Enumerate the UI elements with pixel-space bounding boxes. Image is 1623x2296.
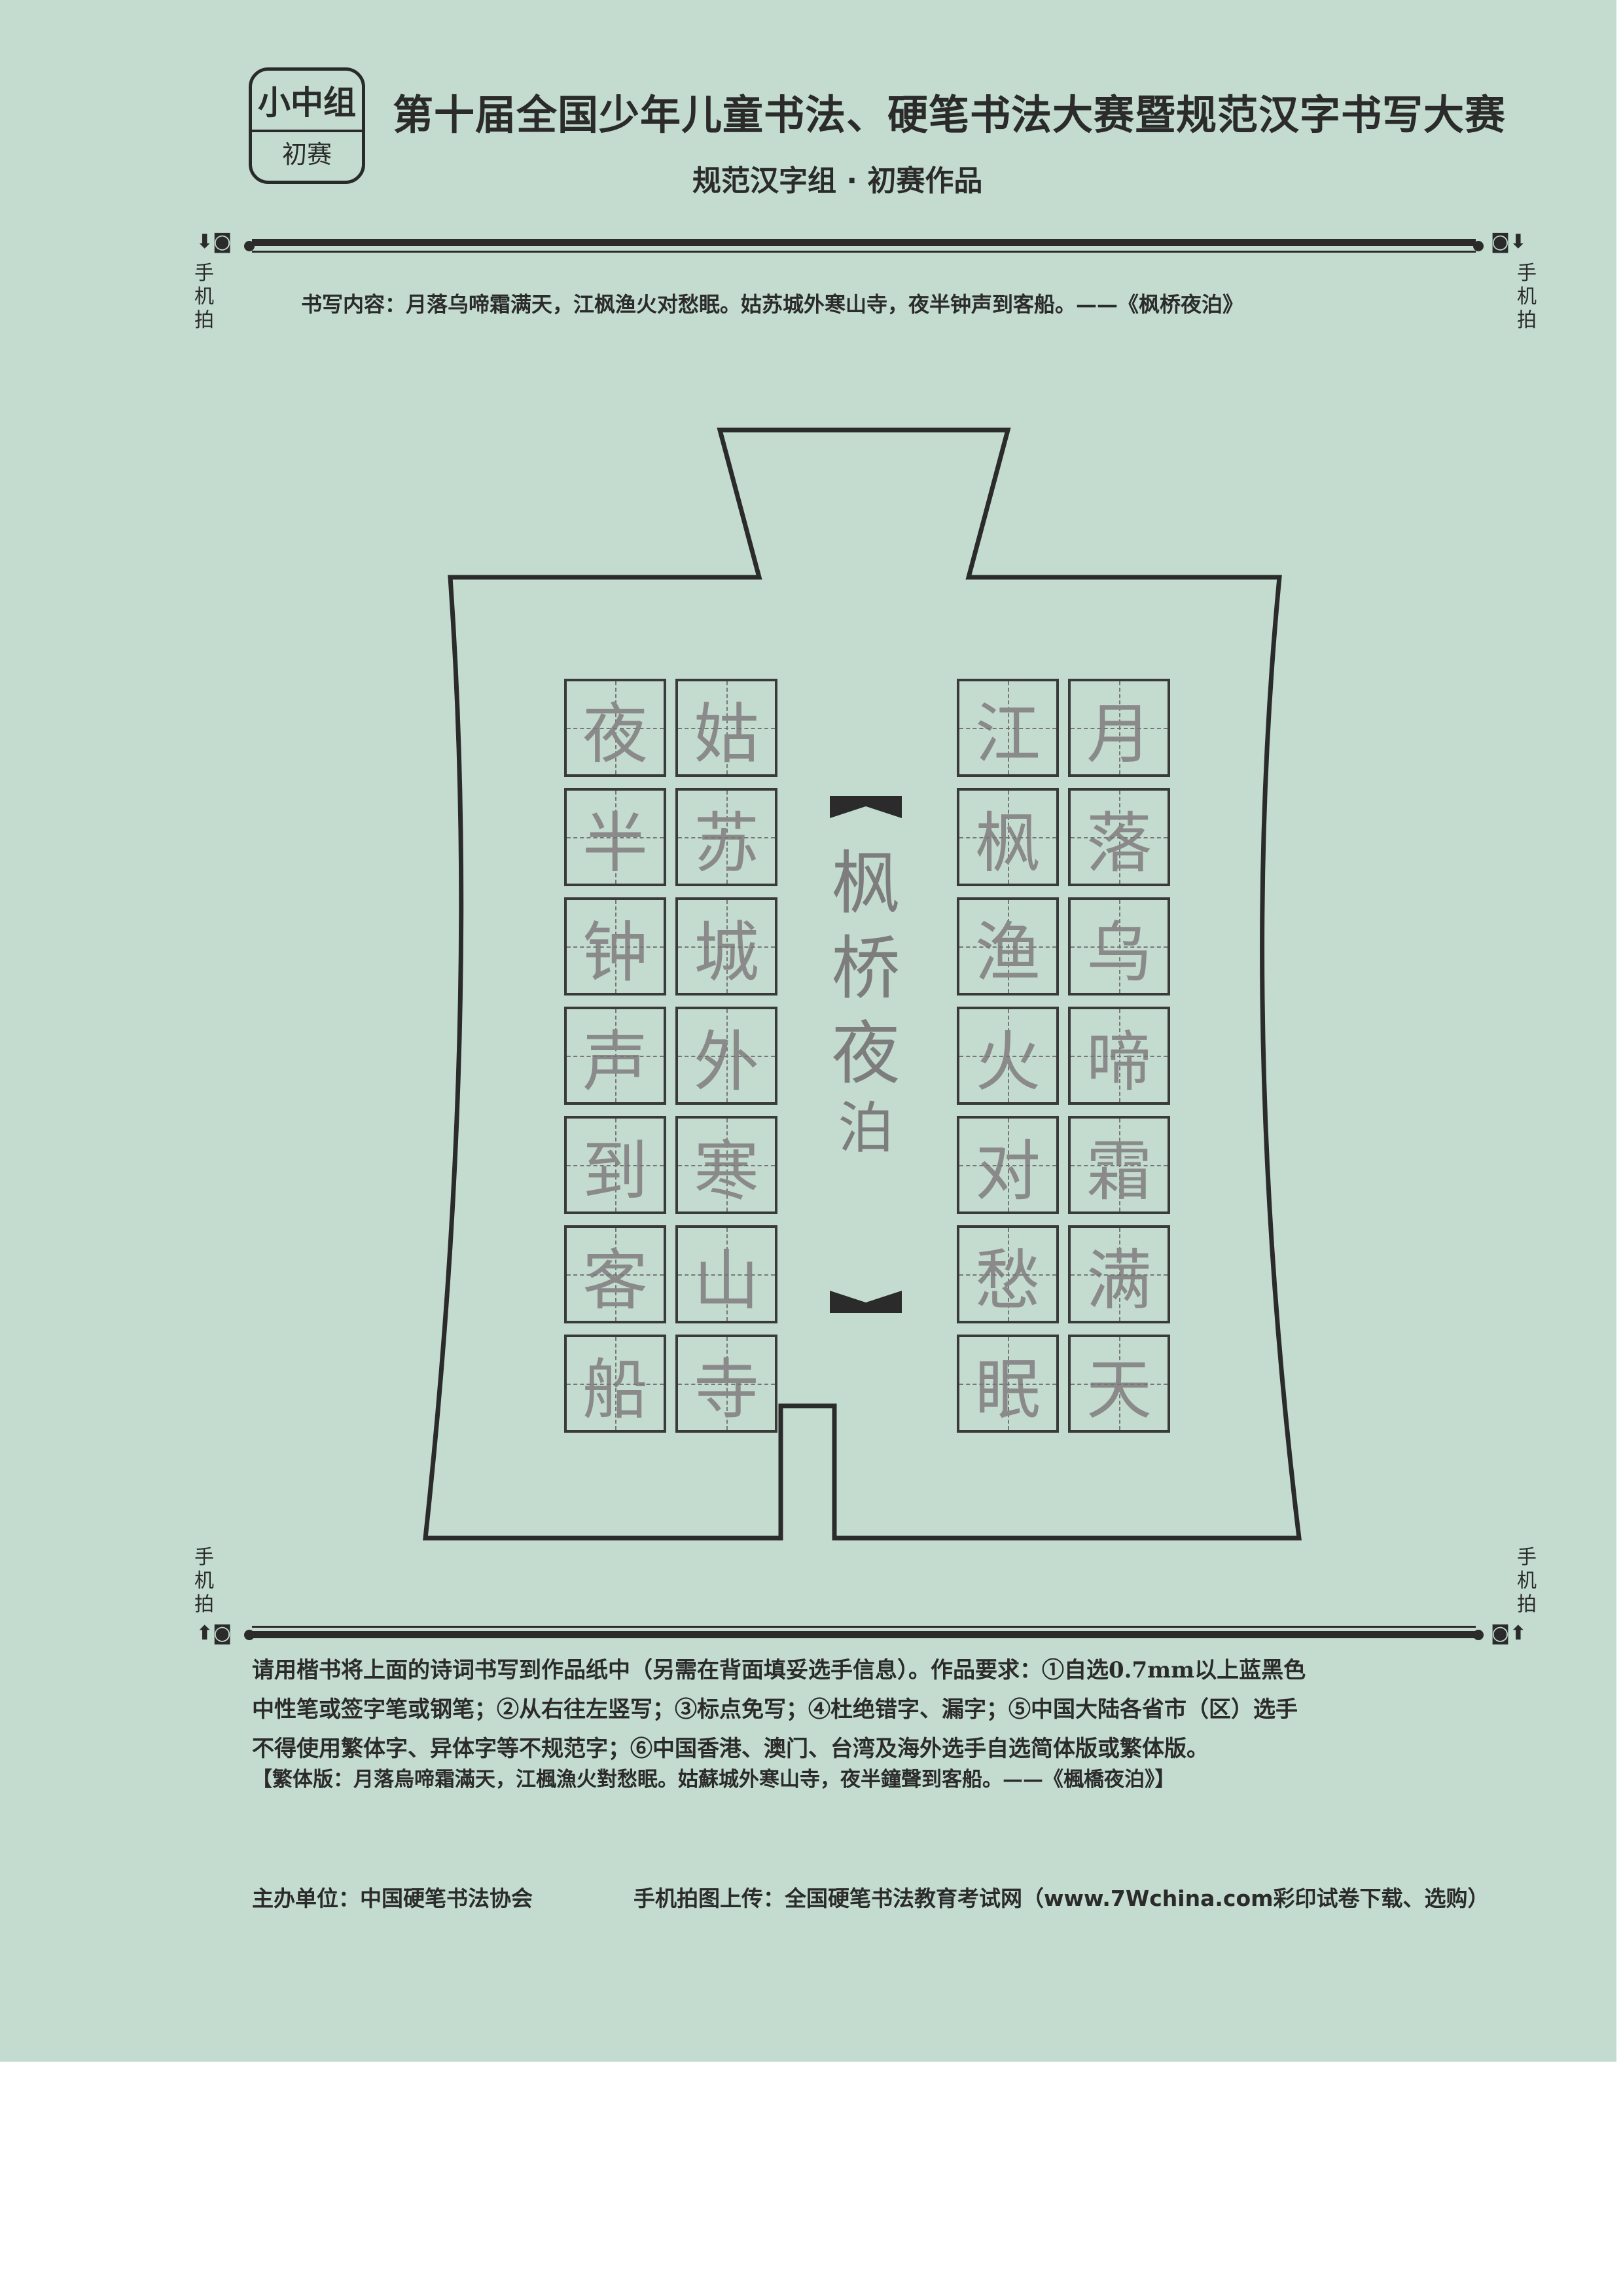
written-char: 城 [694, 914, 759, 991]
badge-round-label: 初赛 [281, 140, 332, 169]
title-ornament-bottom [830, 1291, 902, 1313]
grid-cell: 到 [564, 1116, 666, 1214]
grid-cell: 声 [564, 1007, 666, 1105]
grid-cell: 月 [1068, 679, 1170, 777]
written-char: 啼 [1086, 1023, 1152, 1100]
grid-cell: 寺 [675, 1335, 777, 1433]
written-char: 愁 [975, 1242, 1041, 1319]
written-char: 天 [1086, 1351, 1152, 1428]
writing-frame [423, 427, 1302, 1541]
written-char: 满 [1086, 1242, 1152, 1319]
grid-cell: 满 [1068, 1225, 1170, 1323]
contest-title: 第十届全国少年儿童书法、硬笔书法大赛暨规范汉字书写大赛 [393, 91, 1507, 139]
written-char: 枫 [975, 804, 1041, 882]
camera-icon-bottom-right: ◙⬆ [1491, 1622, 1527, 1645]
grid-cell: 霜 [1068, 1116, 1170, 1214]
badge-group-label: 小中组 [252, 76, 362, 132]
written-char: 火 [975, 1023, 1041, 1100]
grid-cell: 夜 [564, 679, 666, 777]
grid-cell: 山 [675, 1225, 777, 1323]
requirements-line: 中性笔或签字笔或钢笔；②从右往左竖写；③标点免写；④杜绝错字、漏字；⑤中国大陆各… [252, 1696, 1298, 1723]
poem-title-column: 枫 桥 夜 泊 [820, 828, 912, 1168]
camera-icon-top-left: ⬇◙ [196, 230, 232, 253]
poem-title-char: 枫 [831, 844, 901, 924]
written-char: 声 [582, 1023, 648, 1100]
grid-cell: 苏 [675, 788, 777, 886]
written-char: 钟 [582, 914, 648, 991]
writing-content: 书写内容：月落乌啼霜满天，江枫渔火对愁眠。姑苏城外寒山寺，夜半钟声到客船。——《… [301, 292, 1244, 317]
written-char: 到 [582, 1132, 648, 1210]
written-char: 夜 [582, 695, 648, 772]
grid-cell: 愁 [957, 1225, 1059, 1323]
traditional-version-note: 【繁体版：月落烏啼霜滿天，江楓漁火對愁眠。姑蘇城外寒山寺，夜半鐘聲到客船。——《… [252, 1768, 1175, 1791]
grid-cell: 枫 [957, 788, 1059, 886]
grid-cell: 落 [1068, 788, 1170, 886]
grid-cell: 啼 [1068, 1007, 1170, 1105]
written-char: 眠 [975, 1351, 1041, 1428]
poem-title-char: 泊 [838, 1096, 894, 1161]
grid-cell: 船 [564, 1335, 666, 1433]
written-char: 船 [582, 1351, 648, 1428]
written-char: 霜 [1086, 1132, 1152, 1210]
written-char: 月 [1086, 695, 1152, 772]
written-char: 对 [975, 1132, 1041, 1210]
grid-cell: 江 [957, 679, 1059, 777]
title-ornament-top [830, 796, 902, 818]
grid-cell: 渔 [957, 897, 1059, 996]
upload-info: 手机拍图上传：全国硬笔书法教育考试网（www.7Wchina.com彩印试卷下载… [633, 1886, 1489, 1911]
written-char: 客 [582, 1242, 648, 1319]
poem-title-char: 桥 [831, 929, 901, 1009]
grid-cell: 对 [957, 1116, 1059, 1214]
grid-cell: 姑 [675, 679, 777, 777]
written-char: 寒 [694, 1132, 759, 1210]
contest-subtitle: 规范汉字组 · 初赛作品 [692, 164, 983, 198]
written-char: 苏 [694, 804, 759, 882]
grid-cell: 眠 [957, 1335, 1059, 1433]
written-char: 乌 [1086, 914, 1152, 991]
grid-cell: 寒 [675, 1116, 777, 1214]
grid-cell: 城 [675, 897, 777, 996]
grid-cell: 天 [1068, 1335, 1170, 1433]
phone-label-top-left: 手机拍 [194, 262, 214, 332]
written-char: 半 [582, 804, 648, 882]
written-char: 渔 [975, 914, 1041, 991]
organizer: 主办单位：中国硬笔书法协会 [252, 1886, 533, 1911]
camera-icon-top-right: ◙⬇ [1491, 230, 1527, 253]
requirements-line: 不得使用繁体字、异体字等不规范字；⑥中国香港、澳门、台湾及海外选手自选简体版或繁… [252, 1736, 1209, 1762]
grid-cell: 钟 [564, 897, 666, 996]
written-char: 姑 [694, 695, 759, 772]
written-char: 外 [694, 1023, 759, 1100]
grid-cell: 客 [564, 1225, 666, 1323]
poem-title-char: 夜 [831, 1014, 901, 1094]
grid-cell: 外 [675, 1007, 777, 1105]
entry-sheet: 小中组 初赛 第十届全国少年儿童书法、硬笔书法大赛暨规范汉字书写大赛 规范汉字组… [0, 0, 1616, 2062]
written-char: 落 [1086, 804, 1152, 882]
grid-cell: 乌 [1068, 897, 1170, 996]
requirements-line: 请用楷书将上面的诗词书写到作品纸中（另需在背面填妥选手信息）。作品要求：①自选0… [252, 1657, 1306, 1683]
written-char: 寺 [694, 1351, 759, 1428]
written-char: 山 [694, 1242, 759, 1319]
group-badge: 小中组 初赛 [249, 67, 365, 184]
phone-label-top-right: 手机拍 [1517, 262, 1537, 332]
grid-cell: 半 [564, 788, 666, 886]
grid-cell: 火 [957, 1007, 1059, 1105]
camera-icon-bottom-left: ⬆◙ [196, 1622, 232, 1645]
phone-label-bottom-left: 手机拍 [194, 1546, 214, 1616]
written-char: 江 [975, 695, 1041, 772]
phone-label-bottom-right: 手机拍 [1517, 1546, 1537, 1616]
writing-requirements: 请用楷书将上面的诗词书写到作品纸中（另需在背面填妥选手信息）。作品要求：①自选0… [252, 1651, 1482, 1768]
